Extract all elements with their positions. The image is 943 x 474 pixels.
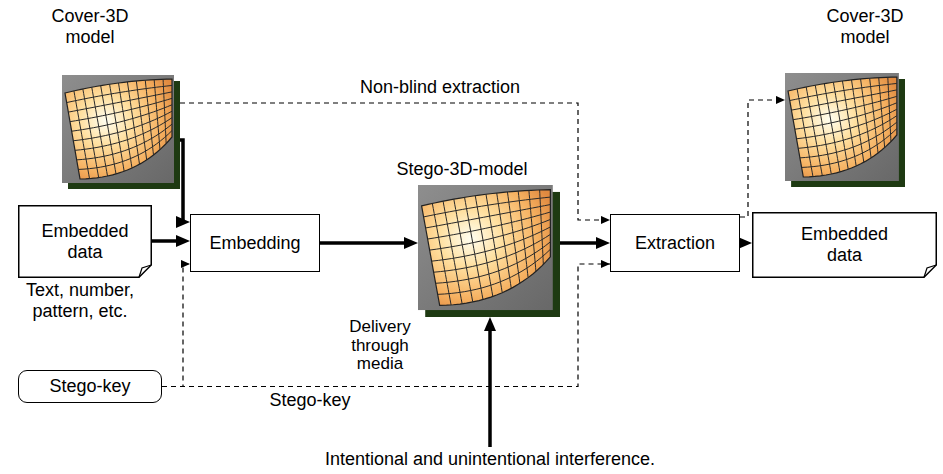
model-illustration (62, 75, 180, 189)
box-text: Extraction (635, 233, 715, 254)
interference-arrow (488, 324, 492, 447)
process-box: Extraction (610, 214, 740, 272)
mesh-grid (790, 77, 897, 176)
dashed-arrow (162, 264, 190, 387)
page-fold (139, 265, 151, 277)
model-image: Stego-3D-model (418, 185, 560, 317)
model-heading: Stego-3D-model (377, 159, 547, 180)
background (785, 73, 899, 181)
arrow-caption: Intentional and unintentional interferen… (290, 449, 690, 470)
document-box: Embedded data (18, 205, 152, 278)
solid-arrow (560, 241, 603, 245)
surface-patch (788, 77, 897, 177)
solid-arrow (152, 239, 183, 243)
document-outline (753, 213, 937, 278)
model-image: Cover-3D model (785, 73, 905, 187)
box-text: Embedded data (35, 221, 135, 262)
background (62, 75, 174, 183)
edge-label: Non-blind extraction (358, 77, 522, 98)
note-text: Delivery through media (330, 318, 430, 374)
solid-arrow (320, 241, 411, 245)
model-illustration (785, 73, 905, 187)
dashed-arrow (740, 100, 785, 217)
key-box: Stego-key (18, 370, 162, 403)
document-outline (19, 206, 152, 278)
surface-patch (65, 79, 172, 179)
mesh-grid (424, 190, 551, 305)
page-fold (924, 265, 936, 277)
solid-arrow (740, 241, 745, 245)
solid-arrow (180, 140, 183, 222)
model-illustration (418, 185, 560, 317)
background (418, 185, 553, 310)
note-text: Text, number, pattern, etc. (5, 280, 155, 321)
box-text: Embedding (209, 233, 300, 254)
process-box: Embedding (190, 214, 320, 272)
box-text: Stego-key (49, 376, 130, 397)
document-box: Embedded data (752, 212, 937, 278)
model-heading: Cover-3D model (35, 6, 145, 47)
edge-label: Stego-key (267, 390, 352, 411)
surface-patch (422, 190, 551, 306)
model-image: Cover-3D model (62, 75, 180, 189)
mesh-grid (67, 79, 172, 178)
box-text: Embedded data (795, 224, 895, 265)
model-heading: Cover-3D model (810, 6, 920, 47)
